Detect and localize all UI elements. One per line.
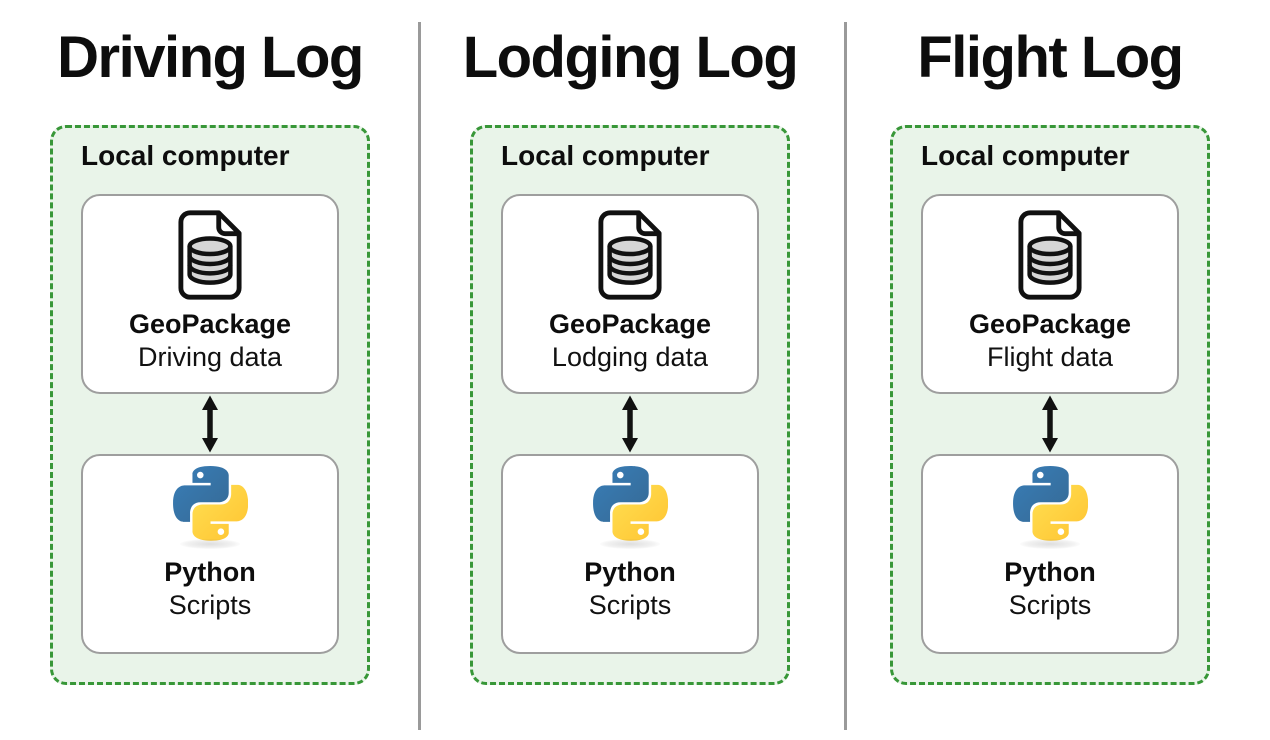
bidirectional-arrow-icon (1042, 395, 1058, 453)
python-logo-icon (172, 466, 248, 541)
node-subtitle: Scripts (588, 590, 672, 621)
python-node: Python Scripts (81, 454, 339, 655)
column-divider (844, 22, 847, 730)
node-subtitle: Driving data (137, 342, 283, 373)
column-title: Lodging Log (462, 25, 799, 90)
node-subtitle: Lodging data (551, 342, 709, 373)
bidirectional-arrow-icon (622, 395, 638, 453)
diagram-column-lodging: Lodging Log Local computer GeoPackage Lo… (420, 0, 840, 685)
node-subtitle: Flight data (986, 342, 1114, 373)
local-computer-panel: Local computer GeoPackage Driving data (50, 124, 370, 685)
column-divider (418, 22, 421, 730)
geopackage-node: GeoPackage Lodging data (501, 194, 759, 395)
python-logo-shadow (1020, 539, 1080, 550)
column-title: Driving Log (57, 25, 364, 90)
local-computer-panel: Local computer GeoPackage Lodging data (470, 124, 790, 685)
local-computer-panel: Local computer GeoPackage Flight data (890, 124, 1210, 685)
geopackage-file-database-icon (1018, 210, 1082, 300)
python-node: Python Scripts (921, 454, 1179, 655)
bidirectional-arrow-icon (202, 395, 218, 453)
node-title: GeoPackage (128, 309, 292, 340)
node-title: Python (1004, 557, 1096, 588)
python-logo-icon (1012, 466, 1088, 541)
panel-label: Local computer (81, 139, 290, 171)
geopackage-node: GeoPackage Driving data (81, 194, 339, 395)
python-logo-icon (592, 466, 668, 541)
node-title: Python (584, 557, 676, 588)
python-node: Python Scripts (501, 454, 759, 655)
node-title: Python (164, 557, 256, 588)
diagram-column-flight: Flight Log Local computer GeoPackage Fli… (845, 0, 1255, 685)
geopackage-file-database-icon (178, 210, 242, 300)
node-subtitle: Scripts (168, 590, 252, 621)
node-title: GeoPackage (548, 309, 712, 340)
panel-label: Local computer (501, 139, 710, 171)
geopackage-node: GeoPackage Flight data (921, 194, 1179, 395)
node-title: GeoPackage (968, 309, 1132, 340)
panel-label: Local computer (921, 139, 1130, 171)
geopackage-file-database-icon (598, 210, 662, 300)
column-title: Flight Log (917, 25, 1184, 90)
python-logo-shadow (180, 539, 240, 550)
diagram-column-driving: Driving Log Local computer GeoPackage Dr… (0, 0, 420, 685)
node-subtitle: Scripts (1008, 590, 1092, 621)
python-logo-shadow (600, 539, 660, 550)
